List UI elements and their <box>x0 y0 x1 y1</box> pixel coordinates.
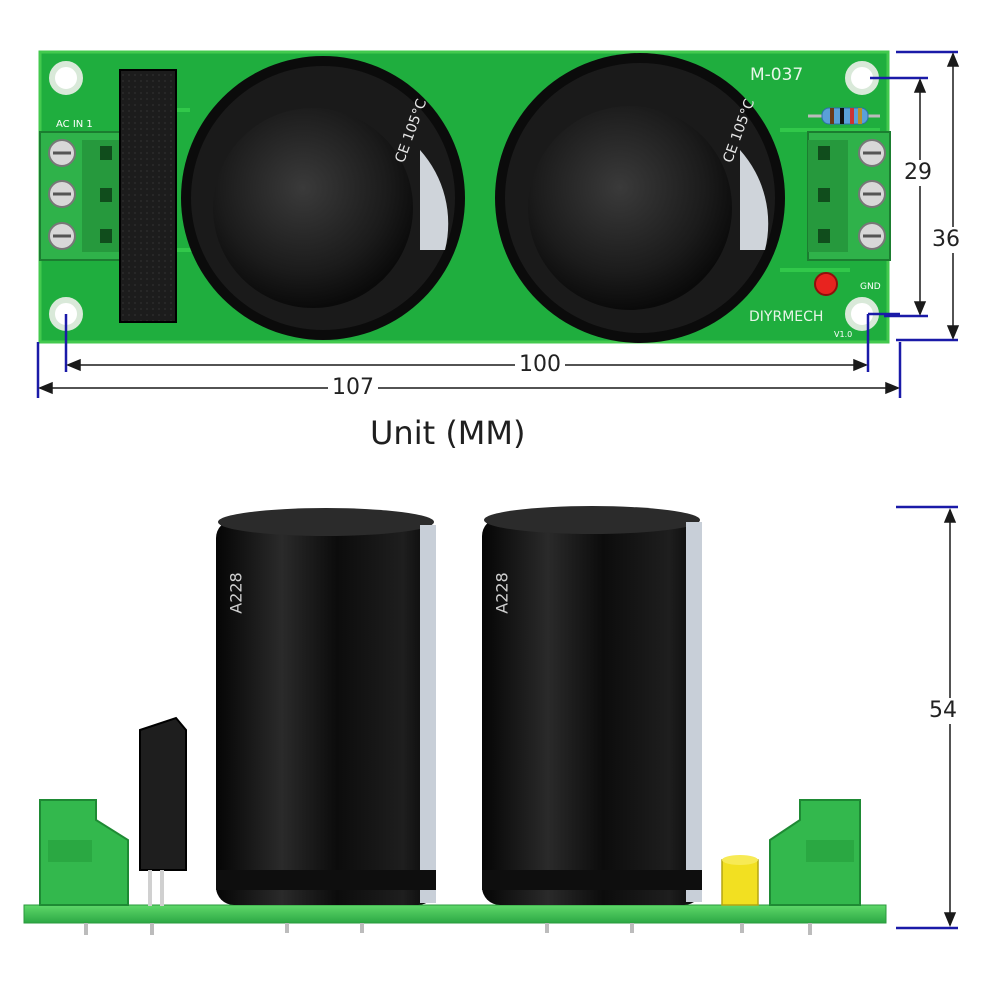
dc-output-terminal-side <box>769 799 861 906</box>
unit-label: Unit (MM) <box>370 414 526 452</box>
led-top <box>814 272 838 296</box>
dimension-lines-top <box>38 52 960 395</box>
bridge-rectifier-side <box>139 716 187 906</box>
dimension-label-54: 54 <box>925 698 961 724</box>
solder-pins <box>84 923 812 935</box>
dc-output-terminal <box>807 131 891 261</box>
dimension-markers-top <box>36 50 958 398</box>
top-view-board <box>38 50 891 344</box>
cap2-code-text: A228 <box>492 572 512 614</box>
gnd-text: GND <box>860 282 881 292</box>
version-text: V1.0 <box>834 330 853 339</box>
board-brand-text: DIYRMECH <box>749 309 824 325</box>
pcb-side <box>23 904 887 924</box>
resistor <box>808 107 880 125</box>
capacitor-2-top <box>495 53 785 343</box>
capacitor-1-top <box>181 56 465 340</box>
small-capacitor-side <box>721 855 759 906</box>
board-model-text: M-037 <box>750 65 804 85</box>
capacitor-1-side <box>216 508 436 905</box>
ac-input-terminal <box>39 131 122 261</box>
mounting-holes <box>49 61 879 331</box>
side-view-board <box>23 506 887 935</box>
cap1-code-text: A228 <box>226 572 246 614</box>
bridge-rectifier <box>119 69 177 323</box>
dimension-label-107: 107 <box>328 375 378 401</box>
dimension-label-36: 36 <box>928 227 964 253</box>
ac-in-text: AC IN 1 <box>56 119 93 130</box>
ac-input-terminal-side <box>39 799 129 906</box>
dimension-label-100: 100 <box>515 352 565 378</box>
capacitor-2-side <box>482 506 702 905</box>
dimension-label-29: 29 <box>900 160 936 186</box>
dimension-markers-side <box>896 505 958 930</box>
